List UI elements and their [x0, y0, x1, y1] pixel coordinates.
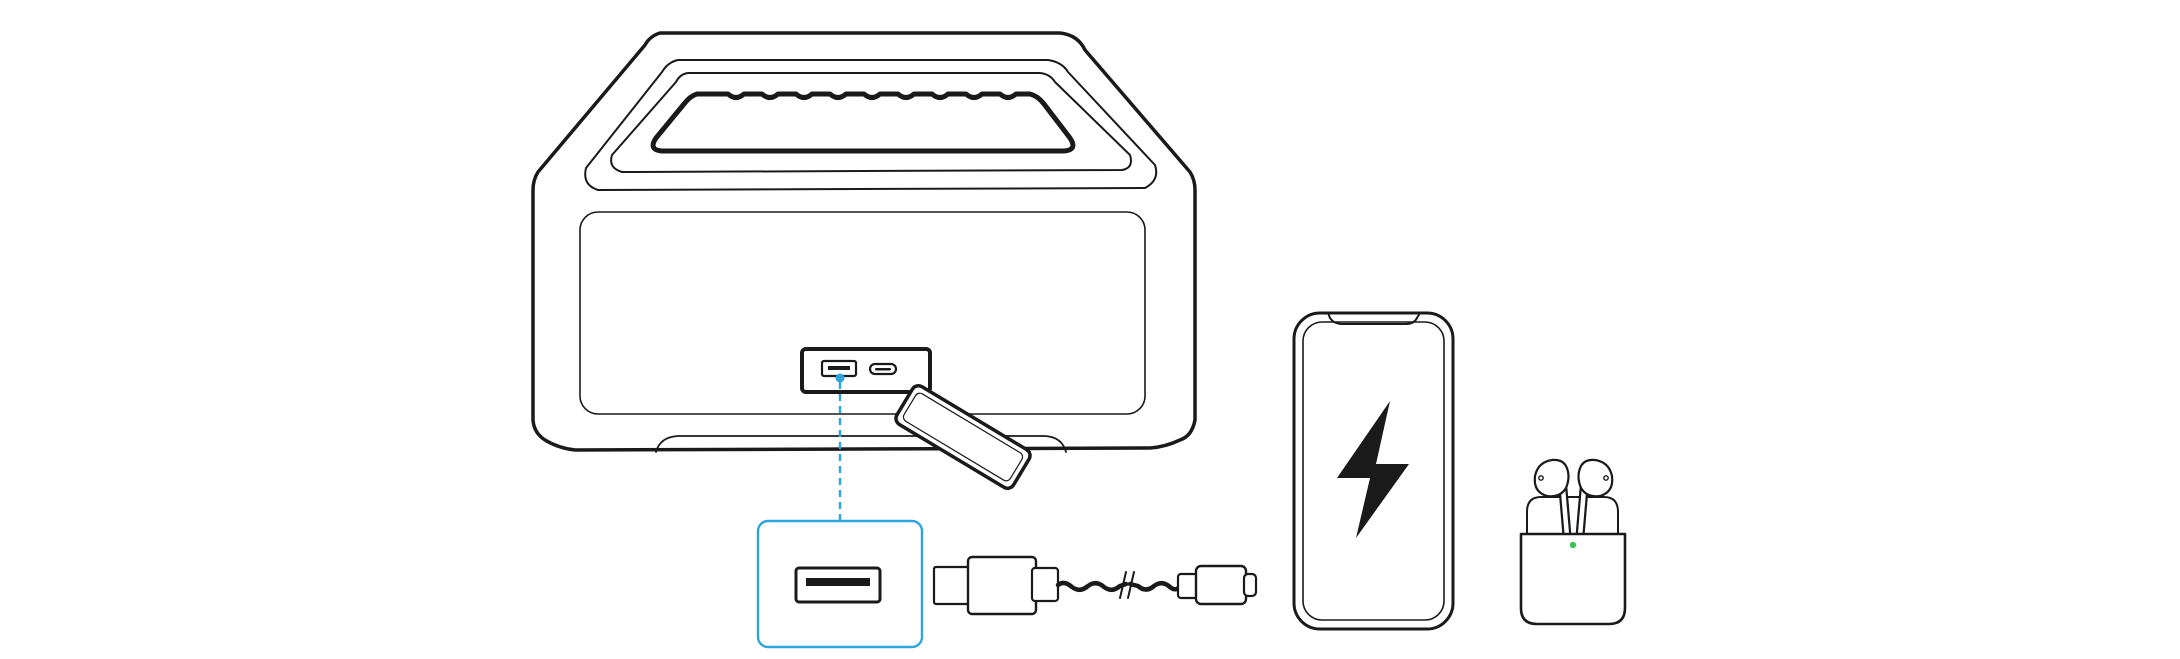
speaker-foot: [655, 435, 1067, 453]
right-earbud-stem-fill: [1577, 486, 1587, 539]
case-tray: [1526, 496, 1619, 535]
usb-a-port-slot: [828, 366, 850, 370]
case-led-indicator: [1569, 541, 1577, 549]
left-earbud-stem-fill: [1560, 486, 1570, 539]
right-earbud-sensor: [1603, 475, 1609, 481]
port-cover-flap: [894, 383, 1032, 491]
speaker-body-outline: [531, 31, 1197, 452]
lightning-bolt-icon: [1337, 401, 1409, 538]
phone-outer-body: [1292, 311, 1455, 631]
speaker-grille-panel: [579, 211, 1146, 415]
phone-notch: [1327, 312, 1421, 325]
left-earbud-sensor: [1538, 475, 1544, 481]
left-earbud: [1533, 458, 1572, 541]
right-earbud-head: [1577, 458, 1614, 498]
right-earbud: [1575, 458, 1614, 541]
handle-grip: [650, 91, 1076, 154]
cable-break-mark-2: [1127, 571, 1135, 599]
smartphone-icon: [1292, 311, 1455, 631]
callout-anchor-dot: [835, 373, 845, 383]
usb-a-port-icon: [794, 566, 882, 604]
flap-inner: [902, 392, 1024, 482]
left-earbud-head: [1533, 458, 1570, 498]
speaker-icon: [531, 31, 1197, 453]
usb-c-plug-body: [1194, 564, 1248, 606]
usb-a-port-large-slot: [806, 578, 870, 586]
usb-c-port-slot: [875, 368, 891, 371]
usb-c-plug-tip: [1242, 572, 1258, 598]
usb-a-plug-strain: [1030, 566, 1060, 603]
cable-wire-left: [1055, 580, 1129, 592]
phone-screen: [1302, 321, 1445, 621]
cable-break-mark-1: [1119, 571, 1127, 599]
handle-frame-inner: [610, 72, 1132, 173]
port-callout: [756, 373, 924, 649]
usb-cable-icon: [932, 555, 1258, 616]
earbuds-case-icon: [1519, 458, 1627, 626]
flap-body: [894, 383, 1032, 491]
handle-frame-outer: [584, 59, 1158, 191]
case-body: [1519, 532, 1627, 626]
usb-a-plug-body: [966, 555, 1038, 616]
speaker-port-panel: [800, 347, 932, 394]
port-panel-frame: [800, 347, 932, 394]
cable-wire-right: [1127, 581, 1183, 592]
